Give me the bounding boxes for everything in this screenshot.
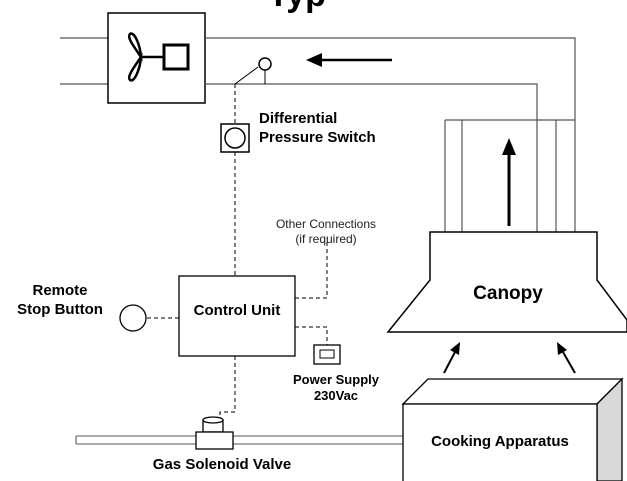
control-unit-box	[178, 275, 296, 357]
power-supply-label-line2: 230Vac	[314, 388, 358, 403]
power-supply-label-line1: Power Supply	[293, 372, 380, 387]
pressure-sensing-line	[234, 66, 266, 85]
canopy-outline	[386, 231, 627, 333]
remote-stop-label-line2: Stop Button	[17, 301, 103, 318]
remote-stop-label-line1: Remote	[32, 282, 87, 299]
pressure-switch-icon	[220, 123, 250, 153]
title-fragment: Typ	[268, 0, 326, 14]
fan-icon	[127, 32, 164, 82]
stop-button-icon	[119, 304, 147, 332]
signal-wiring	[147, 84, 328, 420]
gas-pipe	[75, 435, 404, 445]
motor-icon	[162, 43, 190, 71]
fan-duct-left	[60, 37, 108, 85]
airflow-arrow-icon	[306, 53, 392, 67]
heat-arrows	[443, 342, 576, 374]
gas-valve-label: Gas Solenoid Valve	[153, 456, 291, 473]
pressure-switch-label-line2: Pressure Switch	[259, 129, 376, 146]
other-connections-label-line2: (if required)	[295, 232, 356, 246]
other-connections-label-line1: Other Connections	[276, 217, 376, 231]
canopy-label: Canopy	[473, 283, 543, 304]
airflow-up-arrow-icon	[502, 138, 516, 226]
control-unit-label: Control Unit	[194, 302, 281, 319]
power-supply-icon	[313, 344, 341, 365]
pressure-switch-label-line1: Differential	[259, 110, 337, 127]
cooking-apparatus-label: Cooking Apparatus	[431, 433, 569, 450]
cooking-apparatus-box	[401, 377, 624, 481]
switch-contact-icon	[258, 57, 272, 71]
solenoid-icon	[195, 416, 234, 450]
exhaust-duct	[205, 37, 576, 232]
